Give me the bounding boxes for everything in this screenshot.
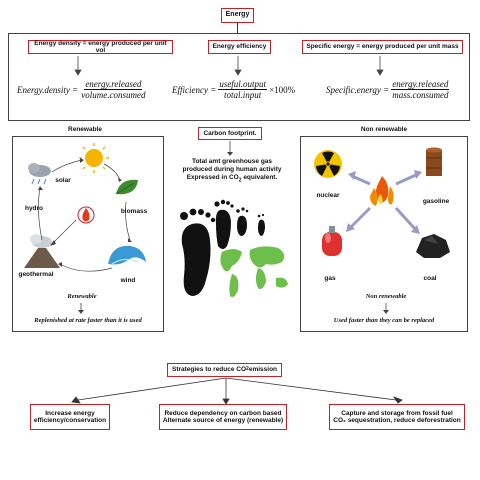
biomass-label: biomass xyxy=(120,208,148,215)
specific-energy-label: Specific energy = energy produced per un… xyxy=(302,40,463,54)
carbon-description: Total amt greenhouse gas produced during… xyxy=(182,158,282,184)
footprint-icon xyxy=(180,199,265,296)
carbon-arrow xyxy=(227,141,233,156)
wind-wave-icon xyxy=(108,245,146,265)
gasoline-label: gasoline xyxy=(422,198,450,205)
solar-label: solar xyxy=(55,177,71,184)
strategy-arrows xyxy=(71,377,403,405)
hydro-label: hydro xyxy=(24,205,44,212)
renewable-heading: Renewable xyxy=(68,126,102,133)
strategy-alternate-energy: Reduce dependency on carbon based Altern… xyxy=(159,404,287,430)
strategy-carbon-capture: Capture and storage from fossil fuel CO₂… xyxy=(329,404,465,430)
title-connector xyxy=(237,23,238,33)
volcano-icon xyxy=(24,234,60,268)
nonrenewable-description: Used faster than they can be replaced xyxy=(333,317,435,324)
rain-cloud-icon xyxy=(28,163,51,185)
renewable-description: Replenished at rate faster than it is us… xyxy=(34,317,142,324)
wind-label: wind xyxy=(120,277,136,284)
radiation-icon xyxy=(314,150,342,178)
footprint-world-map xyxy=(180,199,288,298)
strategy-efficiency: Increase energy efficiency/conservation xyxy=(30,404,110,430)
energy-title-text: Energy xyxy=(225,11,250,19)
energy-density-label: Energy density = energy produced per uni… xyxy=(28,40,173,54)
oil-barrel-icon xyxy=(426,147,442,176)
fire-icon xyxy=(370,176,394,206)
gas-label: gas xyxy=(324,275,336,282)
geothermal-label: geothermal xyxy=(18,271,54,278)
coal-icon xyxy=(416,234,450,258)
world-map-icon xyxy=(220,246,288,298)
renewable-caption-arrow xyxy=(78,303,84,314)
nonrenewable-diagram xyxy=(314,147,450,258)
definition-arrows xyxy=(74,56,384,76)
renewable-diagram xyxy=(24,143,146,272)
coal-label: coal xyxy=(423,275,437,282)
nonrenewable-heading: Non renewable xyxy=(360,126,408,133)
leaf-icon xyxy=(115,179,138,195)
energy-title: Energy xyxy=(221,8,254,23)
renewable-caption: Renewable xyxy=(67,293,97,300)
gas-cylinder-icon xyxy=(322,226,342,256)
flame-icon xyxy=(77,206,95,224)
carbon-footprint-title: Carbon footprint. xyxy=(198,127,262,140)
sun-icon xyxy=(79,143,109,173)
nonrenewable-caption: Non renewable xyxy=(365,293,407,300)
energy-efficiency-label: Energy efficiency xyxy=(208,40,271,54)
nonrenewable-caption-arrow xyxy=(383,303,389,314)
nuclear-label: nuclear xyxy=(316,192,340,199)
